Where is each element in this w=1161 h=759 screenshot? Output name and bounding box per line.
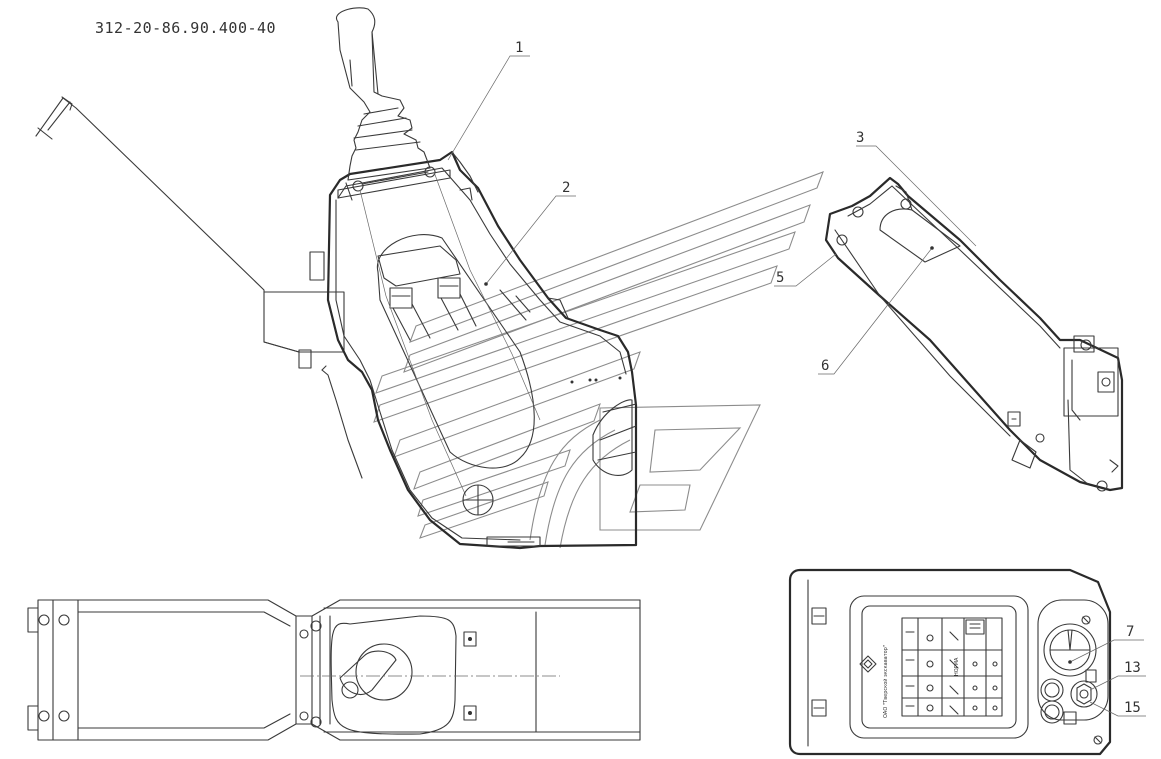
callout-6: 1 <box>447 40 530 161</box>
callout-2: 3 <box>856 130 977 247</box>
callout-7: 2 <box>484 180 576 286</box>
callout-5-label: 7 <box>1126 624 1134 640</box>
callout-6-label: 1 <box>515 40 523 56</box>
drawing-code: 312-20-86.90.400-40 <box>95 19 276 37</box>
callout-3: 5 <box>774 253 837 287</box>
maker-name: ОАО "Тверской экскаватор" <box>882 645 889 718</box>
callout-2-label: 3 <box>856 130 864 146</box>
callout-5: 7 <box>1068 624 1144 664</box>
callout-15-label: 15 <box>1124 700 1141 716</box>
callout-1: 6 <box>818 246 934 375</box>
callout-1-label: 6 <box>821 358 829 374</box>
callout-13: 13 <box>1089 660 1146 691</box>
control-panel-view: ОАО "Тверской экскаватор" НОРМА <box>788 568 1112 756</box>
watermark-logo-icon <box>373 171 824 549</box>
maker-logo-icon <box>859 655 877 673</box>
side-view <box>35 7 638 550</box>
callout-15: 15 <box>1089 700 1146 717</box>
callout-3-label: 5 <box>776 270 784 286</box>
top-view <box>27 599 641 741</box>
callout-13-label: 13 <box>1124 660 1141 676</box>
right-side-view <box>824 176 1124 492</box>
callout-7-label: 2 <box>562 180 570 196</box>
